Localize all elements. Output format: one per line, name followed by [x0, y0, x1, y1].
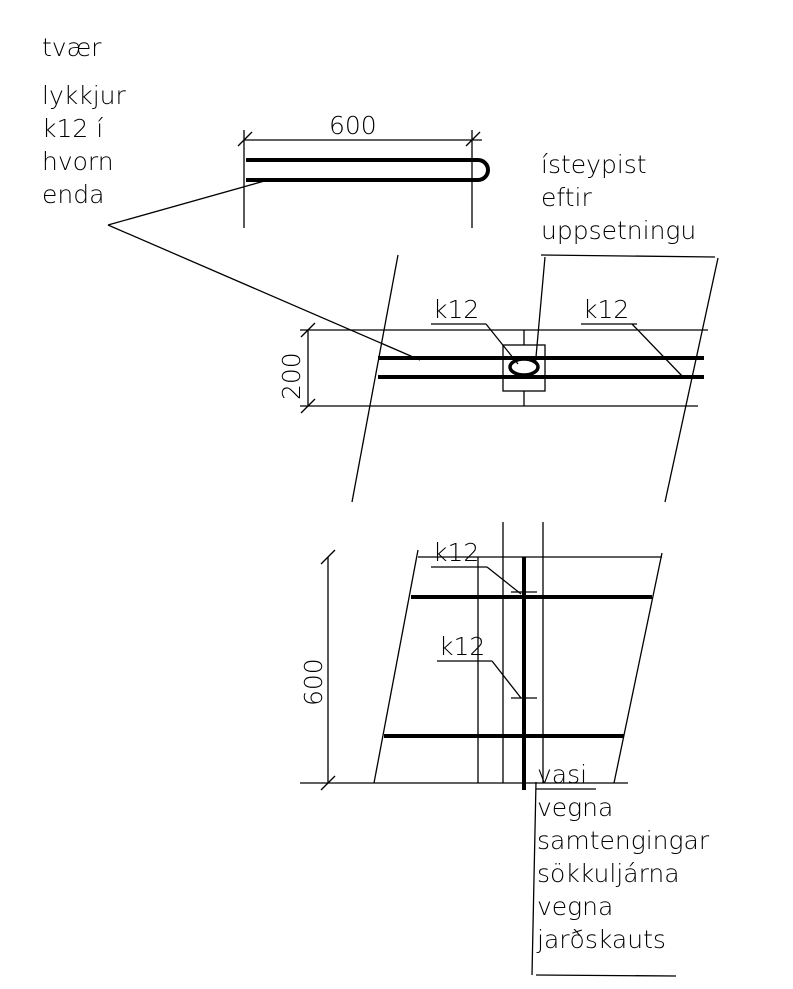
dim-600-tick-bottom	[320, 775, 336, 791]
dim-600-elev: 600	[299, 658, 328, 706]
hairpin-bar	[246, 158, 490, 182]
section-slant-right	[664, 257, 719, 503]
bottom-note-line-2: vegna	[537, 793, 613, 822]
elevation-section: 600 k12 k12	[299, 522, 663, 791]
cast-note: ísteypist eftir uppsetningu	[534, 150, 716, 369]
k12-a-leader	[485, 323, 519, 365]
k12-label-d: k12	[439, 632, 485, 661]
section-slant-left	[351, 254, 399, 503]
cast-note-line-2: eftir	[541, 183, 592, 212]
dim-200-tick-bottom	[300, 398, 316, 414]
k12-label-b: k12	[583, 295, 629, 324]
k12-label-a: k12	[433, 295, 479, 324]
dim-600-top: 600	[329, 111, 377, 140]
dim-200-tick-top	[300, 322, 316, 338]
bottom-note-bracket	[531, 781, 537, 976]
dim-200: 200	[277, 352, 306, 400]
cast-note-leader	[534, 256, 546, 369]
k12-d-leader	[491, 660, 522, 699]
k12-c-leader	[486, 566, 522, 595]
hairpin-loop-detail: 600	[237, 111, 490, 228]
loops-note-line-2: lykkjur	[42, 81, 126, 110]
bottom-note-line-5: vegna	[537, 892, 613, 921]
bottom-note-line-1: vasi	[537, 760, 587, 789]
loops-note: tvær lykkjur k12 í hvorn enda	[42, 33, 421, 361]
k12-label-c: k12	[433, 538, 479, 567]
loops-leader-top	[107, 179, 269, 226]
beam-section: 200 k12 k12	[277, 254, 719, 503]
cast-note-underline	[540, 254, 716, 258]
dim-600-tick-top	[320, 549, 336, 565]
rebar-loop-ellipse	[508, 357, 540, 377]
loops-note-line-1: tvær	[42, 33, 102, 62]
bottom-note-line-6: jarðskauts	[536, 925, 666, 954]
bottom-note-line-4: sökkuljárna	[537, 859, 680, 888]
bottom-note: vasi vegna samtengingar sökkuljárna vegn…	[531, 760, 710, 977]
loops-note-line-4: hvorn	[42, 147, 114, 176]
loops-note-line-3: k12 í	[42, 114, 103, 143]
cast-note-line-3: uppsetningu	[541, 216, 696, 245]
elev-slant-right	[613, 552, 663, 784]
cast-note-line-1: ísteypist	[541, 150, 647, 179]
k12-b-leader	[631, 323, 685, 379]
loops-leader-bottom	[107, 224, 421, 361]
bottom-note-underline-2	[535, 974, 677, 977]
dim-tick-right	[465, 131, 481, 147]
elev-slant-left	[373, 549, 419, 784]
loops-note-line-5: enda	[42, 180, 104, 209]
dim-tick-left	[237, 131, 253, 147]
bottom-note-line-3: samtengingar	[537, 826, 710, 855]
